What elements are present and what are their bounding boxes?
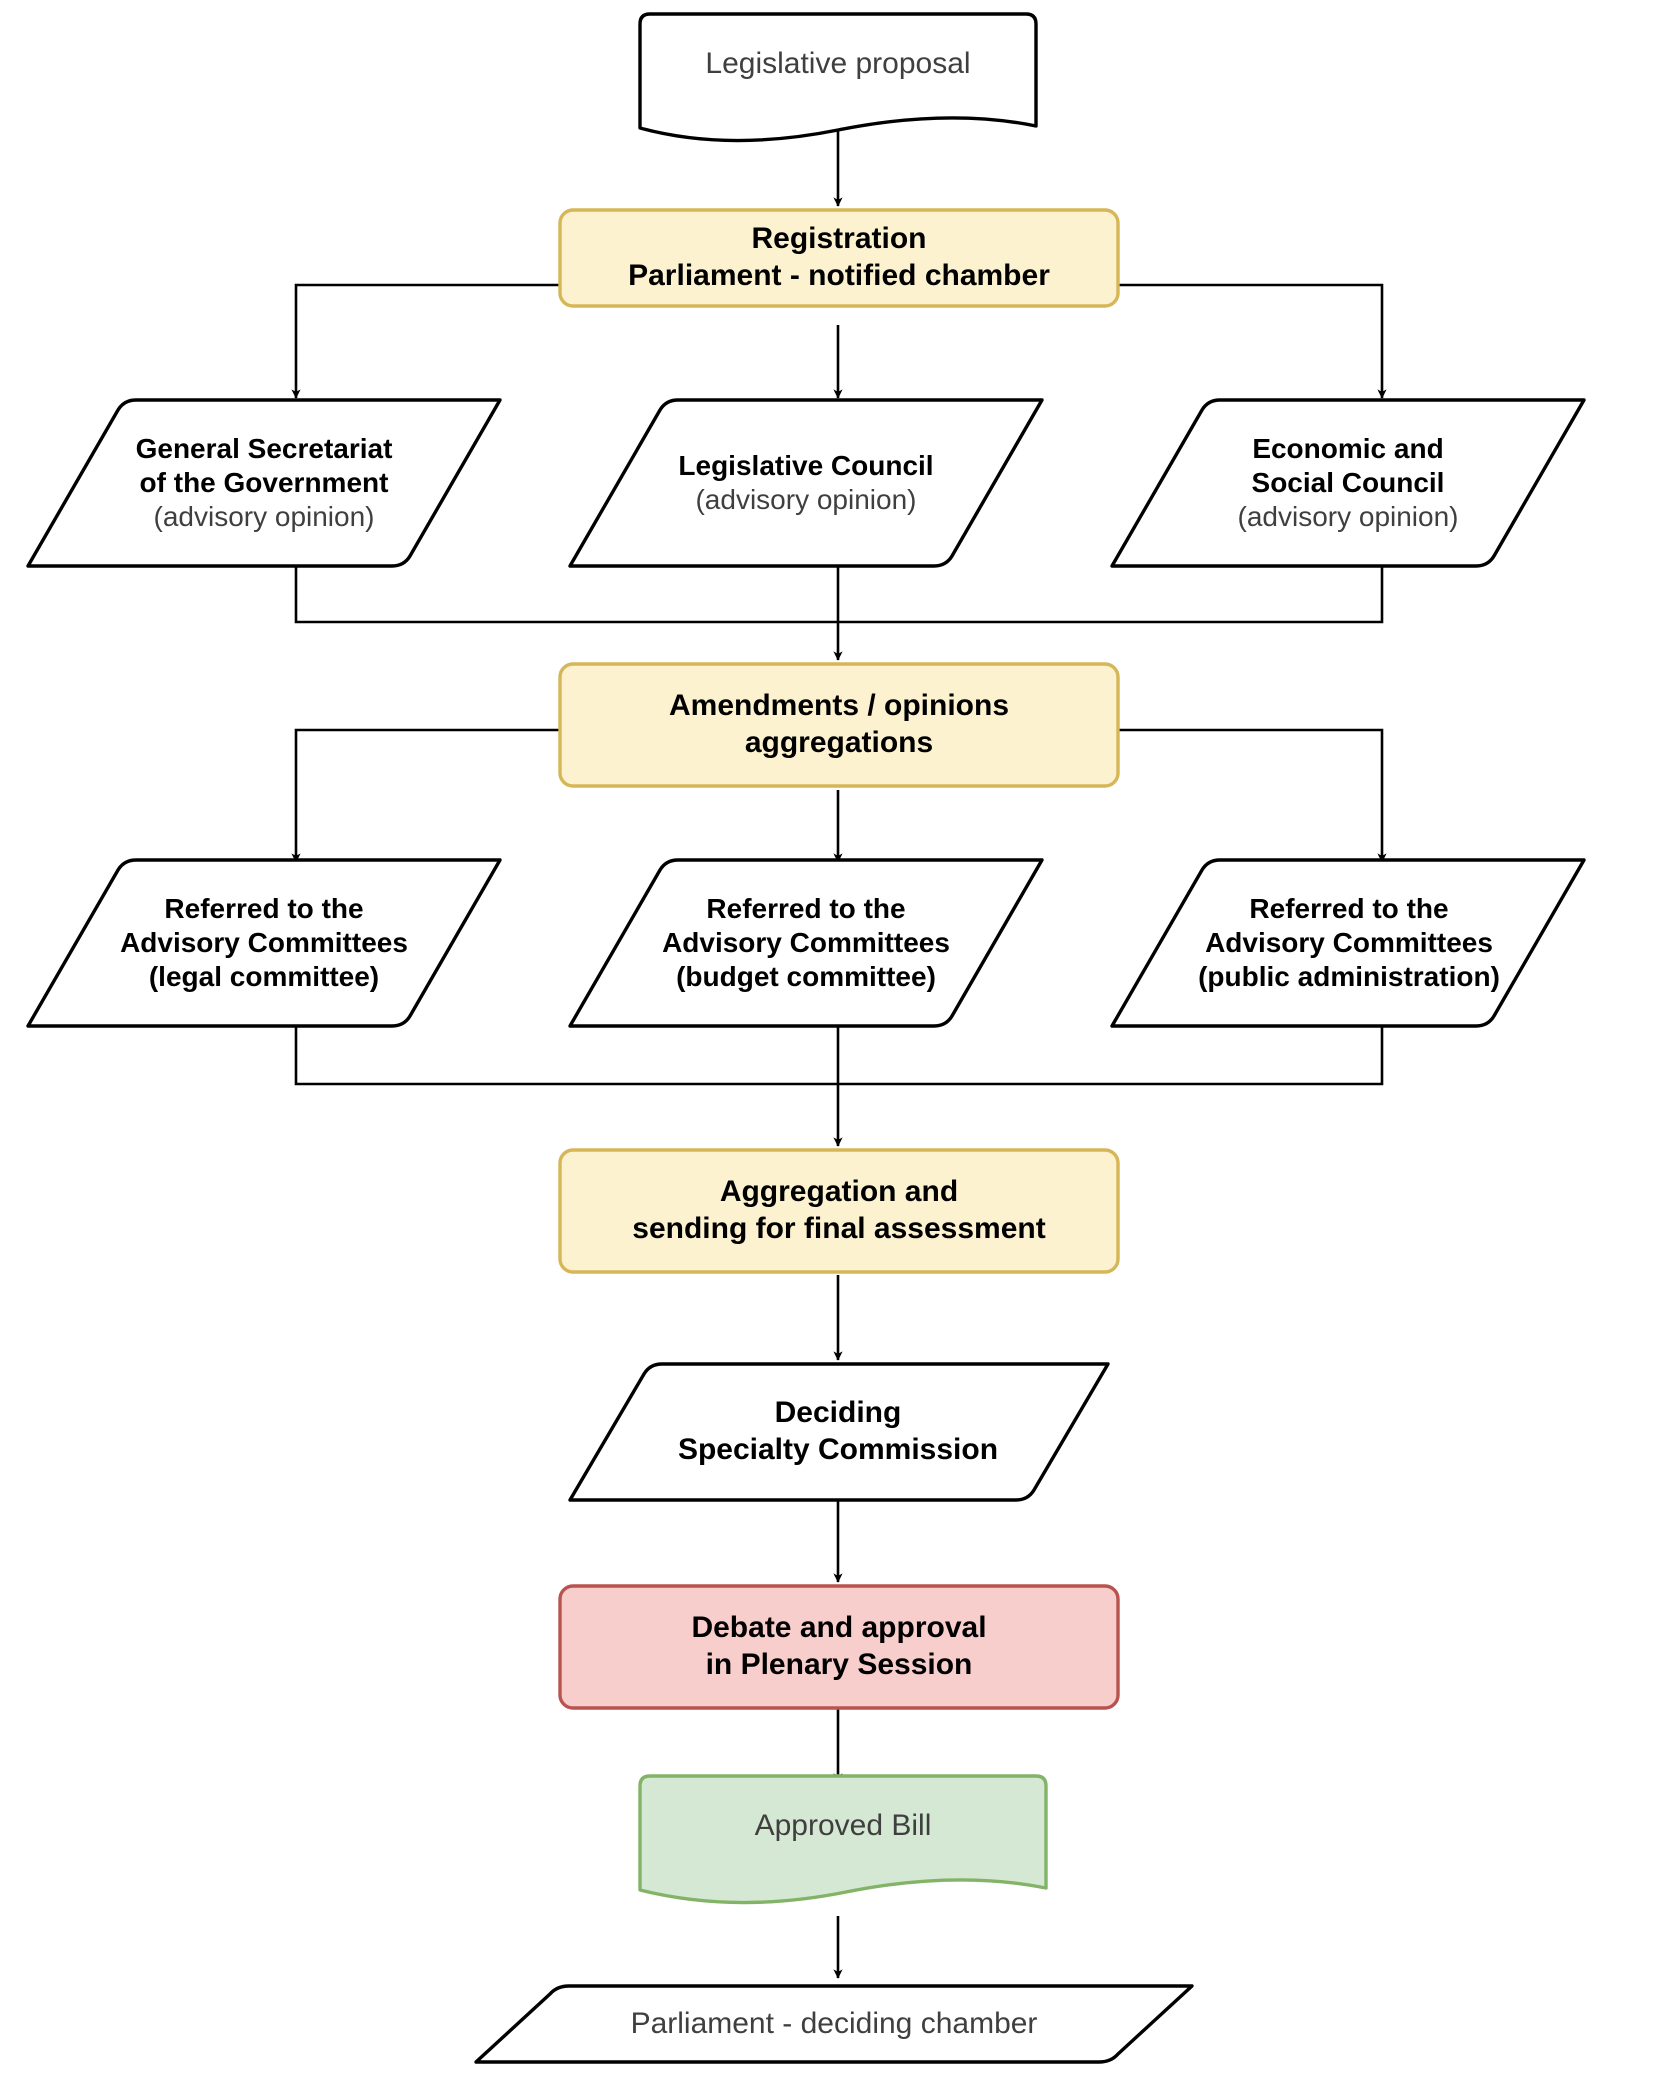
edge-amendments-public xyxy=(1118,728,1387,863)
shape-general-secretariat[interactable] xyxy=(26,398,502,568)
shape-parliament-deciding[interactable] xyxy=(474,1984,1194,2064)
edge-registration-secretariat xyxy=(291,283,560,399)
shape-amendments-aggregations[interactable] xyxy=(558,662,1120,788)
shape-referred-public-admin[interactable] xyxy=(1110,858,1586,1028)
shape-referred-budget[interactable] xyxy=(568,858,1044,1028)
shape-approved-bill[interactable] xyxy=(638,1774,1048,1905)
shape-referred-legal[interactable] xyxy=(26,858,502,1028)
shape-legislative-proposal[interactable] xyxy=(638,12,1038,143)
shape-debate-plenary[interactable] xyxy=(558,1584,1120,1710)
shape-aggregation-final[interactable] xyxy=(558,1148,1120,1274)
edge-registration-economic xyxy=(1118,283,1387,399)
shape-registration[interactable] xyxy=(558,208,1120,308)
shape-deciding-commission[interactable] xyxy=(568,1362,1110,1502)
connector-layer xyxy=(291,122,1387,1979)
shape-legislative-council[interactable] xyxy=(568,398,1044,568)
edge-amendments-legal xyxy=(291,728,560,863)
shape-economic-social-council[interactable] xyxy=(1110,398,1586,568)
